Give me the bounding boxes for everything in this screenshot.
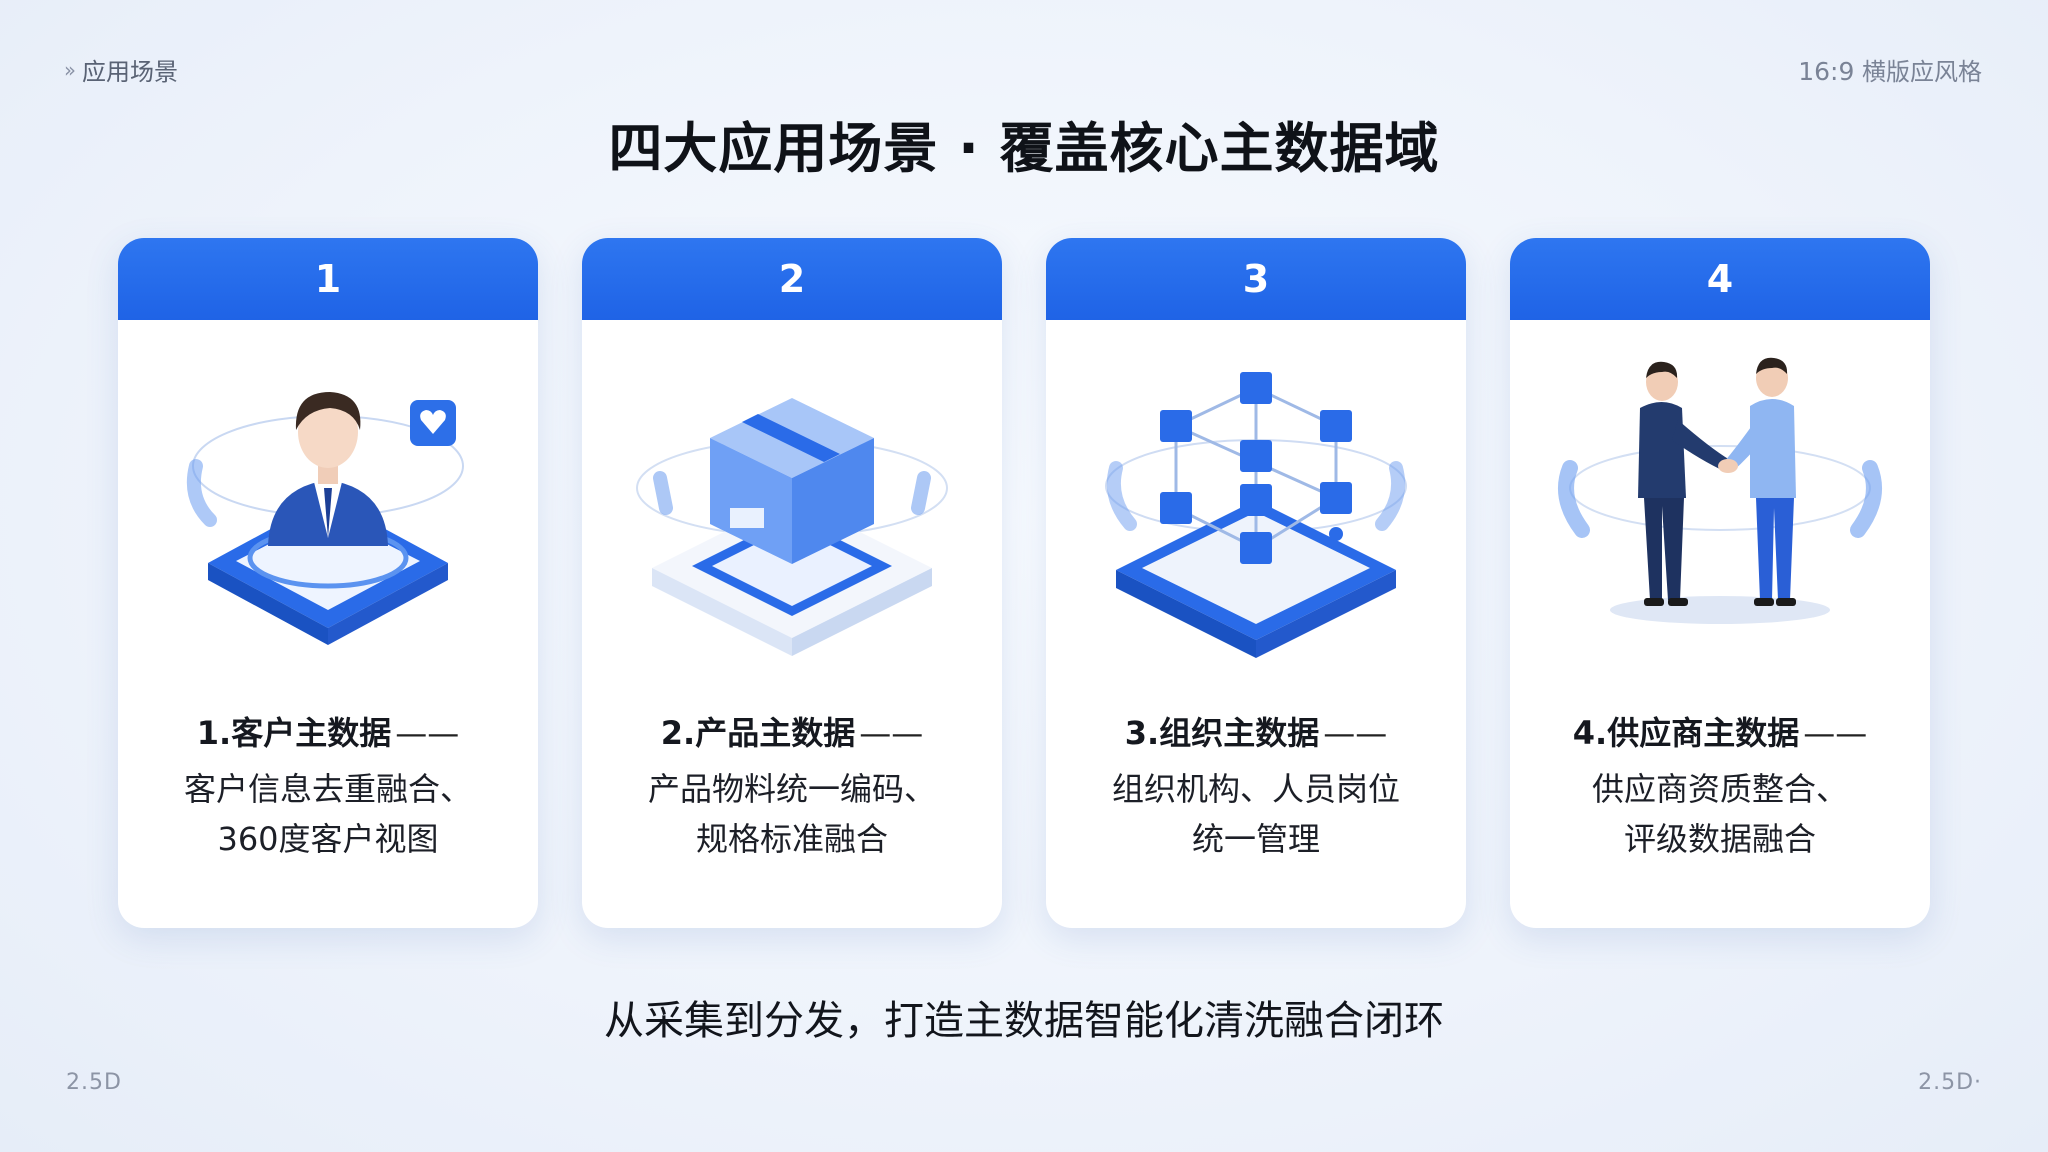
scenario-card-product: 2 2.产品主数据—— 产品物料统一编码、 规格标准融合: [582, 238, 1002, 928]
card-number: 4: [1510, 238, 1930, 320]
card-title: 2.产品主数据——: [660, 714, 924, 752]
scenario-cards: 1 1.客户主数据—— 客户信息去重融合、: [118, 238, 1930, 928]
card-number: 2: [582, 238, 1002, 320]
breadcrumb-label: 应用场景: [82, 58, 178, 86]
customer-person-icon: [118, 348, 538, 908]
scenario-card-organization: 3: [1046, 238, 1466, 928]
org-network-icon: [1046, 348, 1466, 908]
supplier-handshake-icon: [1510, 348, 1930, 908]
page-title: 四大应用场景 · 覆盖核心主数据域: [608, 117, 1440, 180]
card-description: 组织机构、人员岗位 统一管理: [1111, 770, 1400, 858]
format-style: 横版应风格: [1862, 58, 1982, 86]
corner-label-left: 2.5D: [66, 1070, 122, 1095]
product-box-icon: [582, 348, 1002, 908]
breadcrumb: ›› 应用场景: [64, 52, 178, 87]
format-ratio: 16:9: [1798, 57, 1855, 86]
format-label: 16:9 横版应风格: [1798, 52, 1982, 87]
corner-label-right: 2.5D·: [1918, 1070, 1982, 1095]
card-description: 客户信息去重融合、 360度客户视图: [183, 770, 472, 858]
card-title: 1.客户主数据——: [196, 714, 460, 752]
double-chevron-icon: ››: [64, 57, 76, 82]
card-title: 4.供应商主数据——: [1572, 714, 1868, 752]
card-description: 供应商资质整合、 评级数据融合: [1591, 770, 1848, 858]
card-title: 3.组织主数据——: [1124, 714, 1388, 752]
footer-slogan: 从采集到分发，打造主数据智能化清洗融合闭环: [604, 998, 1444, 1044]
card-description: 产品物料统一编码、 规格标准融合: [647, 770, 936, 858]
card-number: 1: [118, 238, 538, 320]
scenario-card-customer: 1 1.客户主数据—— 客户信息去重融合、: [118, 238, 538, 928]
card-number: 3: [1046, 238, 1466, 320]
scenario-card-supplier: 4: [1510, 238, 1930, 928]
